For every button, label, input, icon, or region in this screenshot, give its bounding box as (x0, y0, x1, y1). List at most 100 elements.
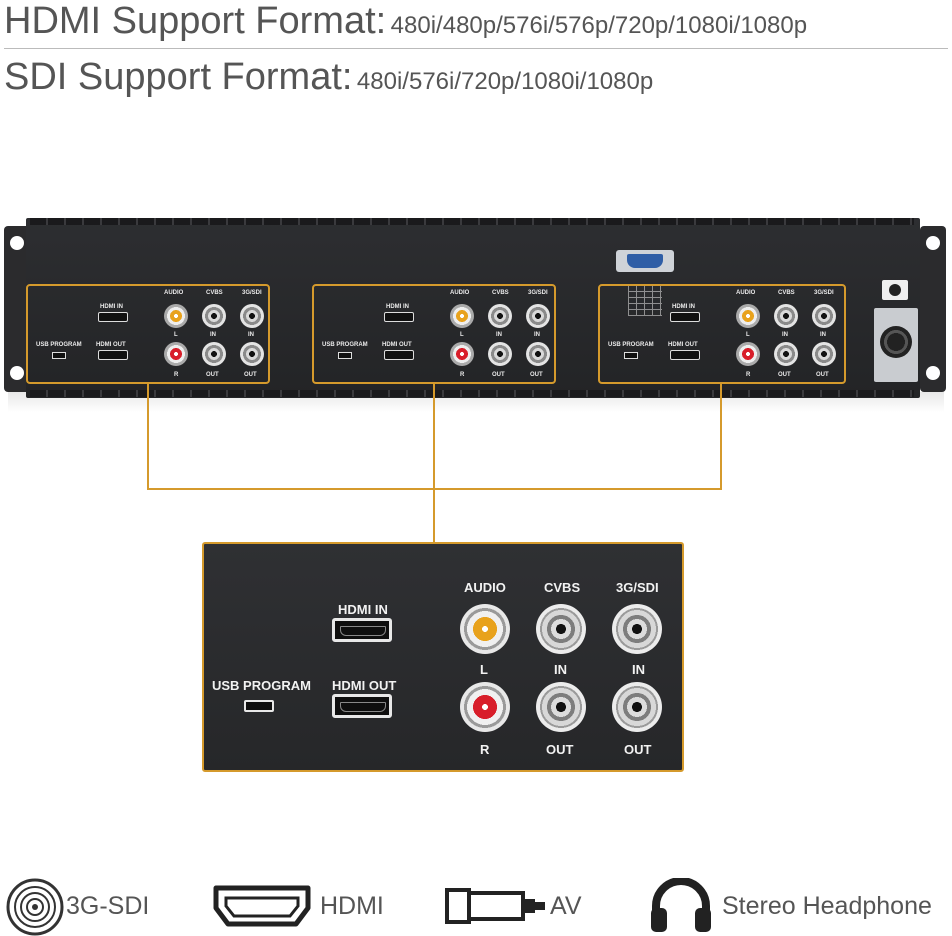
mini-rca-left (450, 304, 474, 328)
cvbs-in-port (536, 604, 586, 654)
connector-line (433, 384, 435, 544)
hdmi-in-port (332, 618, 392, 642)
hdmi-format-title: HDMI Support Format: (4, 0, 387, 42)
mini-sdi-out (526, 342, 550, 366)
mini-hdmi-in-port (384, 312, 414, 322)
mini-cvbs-label: CVBS (206, 290, 223, 296)
mini-hdmi-out-label: HDMI OUT (668, 342, 698, 348)
mini-in-label: IN (248, 332, 254, 338)
vga-port (616, 250, 674, 272)
usb-program-port (244, 700, 274, 712)
legend-headphone-label: Stereo Headphone (722, 892, 932, 920)
legend-av-label: AV (550, 892, 582, 920)
mini-rca-right (164, 342, 188, 366)
sdi-out-label: OUT (624, 742, 652, 757)
mini-in-label: IN (820, 332, 826, 338)
cvbs-out-label: OUT (546, 742, 574, 757)
mini-sdi-in (812, 304, 836, 328)
headphone-icon (651, 878, 711, 932)
mini-hdmi-in-port (98, 312, 128, 322)
mini-out-label: OUT (244, 372, 257, 378)
mini-hdmi-in-label: HDMI IN (386, 304, 409, 310)
mini-hdmi-out-port (384, 350, 414, 360)
mini-cvbs-out (202, 342, 226, 366)
mini-sdi-out (812, 342, 836, 366)
legend-sdi-label: 3G-SDI (66, 892, 150, 920)
mini-sdi-in (526, 304, 550, 328)
mini-sdi-label: 3G/SDI (814, 290, 834, 296)
usb-program-label: USB PROGRAM (212, 678, 311, 693)
audio-left-rca-port (460, 604, 510, 654)
connector-line (147, 488, 722, 490)
zoomed-port-panel: HDMI IN USB PROGRAM HDMI OUT AUDIO CVBS … (202, 542, 684, 772)
av-plug-icon (445, 888, 545, 924)
audio-r-label: R (480, 742, 490, 757)
mini-hdmi-in-label: HDMI IN (100, 304, 123, 310)
mini-out-label: OUT (206, 372, 219, 378)
mini-hdmi-out-port (670, 350, 700, 360)
mini-r-label: R (460, 372, 465, 378)
rack-ear-right (920, 226, 946, 392)
power-connector (874, 308, 918, 382)
hdmi-out-port (332, 694, 392, 718)
mini-out-label: OUT (530, 372, 543, 378)
mini-sdi-label: 3G/SDI (528, 290, 548, 296)
mini-usb-label: USB PROGRAM (36, 342, 82, 348)
audio-label: AUDIO (464, 580, 506, 595)
mini-cvbs-label: CVBS (492, 290, 509, 296)
cvbs-label: CVBS (544, 580, 581, 595)
mini-usb-label: USB PROGRAM (322, 342, 368, 348)
rack-ear-left (4, 226, 30, 392)
sdi-format-list: 480i/576i/720p/1080i/1080p (356, 68, 654, 95)
audio-right-rca-port (460, 682, 510, 732)
dc-power-jack (882, 280, 908, 300)
mini-in-label: IN (534, 332, 540, 338)
mini-usb-port (338, 352, 352, 359)
sdi-in-port (612, 604, 662, 654)
sdi-format-title: SDI Support Format: (4, 56, 353, 98)
mini-r-label: R (174, 372, 179, 378)
rack-fins-bottom (30, 390, 914, 397)
mini-usb-port (624, 352, 638, 359)
mini-rca-right (736, 342, 760, 366)
mini-cvbs-label: CVBS (778, 290, 795, 296)
cvbs-out-port (536, 682, 586, 732)
sdi-label: 3G/SDI (616, 580, 659, 595)
sdi-out-port (612, 682, 662, 732)
connector-line (147, 384, 149, 490)
audio-l-label: L (480, 662, 488, 677)
mini-audio-label: AUDIO (450, 290, 470, 296)
mini-out-label: OUT (778, 372, 791, 378)
mini-sdi-label: 3G/SDI (242, 290, 262, 296)
connector-line (720, 384, 722, 490)
mini-l-label: L (746, 332, 750, 338)
legend-hdmi-label: HDMI (320, 892, 384, 920)
mini-hdmi-out-label: HDMI OUT (96, 342, 126, 348)
mini-l-label: L (460, 332, 464, 338)
mini-rca-right (450, 342, 474, 366)
mini-cvbs-in (488, 304, 512, 328)
hdmi-format-line: HDMI Support Format: 480i/480p/576i/576p… (4, 0, 807, 43)
mini-hdmi-in-label: HDMI IN (672, 304, 695, 310)
mini-rca-left (736, 304, 760, 328)
sdi-format-line: SDI Support Format: 480i/576i/720p/1080i… (4, 56, 653, 99)
mini-audio-label: AUDIO (736, 290, 756, 296)
port-panel-2: HDMI IN USB PROGRAM HDMI OUT AUDIO CVBS … (312, 284, 556, 384)
mini-l-label: L (174, 332, 178, 338)
mini-cvbs-out (774, 342, 798, 366)
mini-audio-label: AUDIO (164, 290, 184, 296)
hdmi-format-list: 480i/480p/576i/576p/720p/1080i/1080p (390, 12, 808, 39)
hdmi-icon (213, 885, 311, 927)
port-panel-3: HDMI IN USB PROGRAM HDMI OUT AUDIO CVBS … (598, 284, 846, 384)
mini-out-label: OUT (492, 372, 505, 378)
mini-rca-left (164, 304, 188, 328)
mini-sdi-out (240, 342, 264, 366)
port-panel-1: HDMI IN USB PROGRAM HDMI OUT AUDIO CVBS … (26, 284, 270, 384)
mini-usb-label: USB PROGRAM (608, 342, 654, 348)
mini-hdmi-in-port (670, 312, 700, 322)
mini-hdmi-out-label: HDMI OUT (382, 342, 412, 348)
rack-fins-top (30, 218, 914, 225)
mini-in-label: IN (210, 332, 216, 338)
mini-out-label: OUT (816, 372, 829, 378)
header-divider (4, 48, 948, 49)
